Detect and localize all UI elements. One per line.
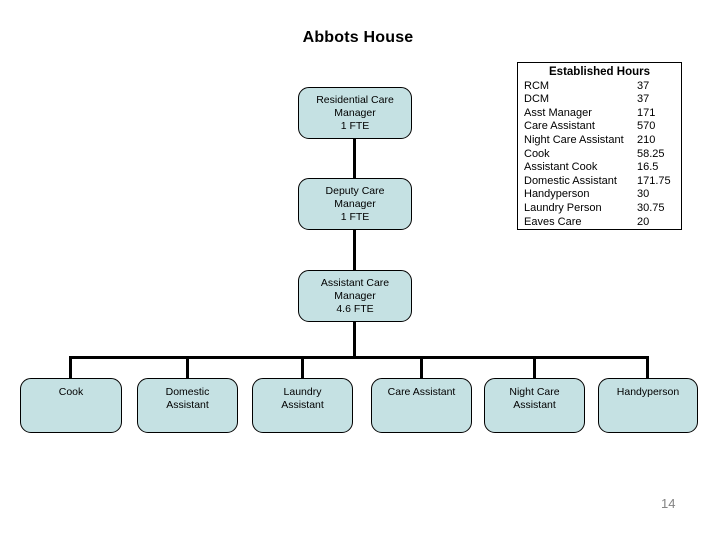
org-box-cook: Cook [20, 378, 122, 433]
org-box-label-line: Handyperson [616, 386, 680, 398]
hours-row-label: Night Care Assistant [524, 133, 624, 146]
connector-drop-domestic-assistant [186, 358, 189, 378]
org-box-label-line: Assistant Care [320, 276, 390, 289]
org-box-care-assistant: Care Assistant [371, 378, 472, 433]
hours-row-label: DCM [524, 93, 550, 106]
org-box-laundry-assistant: Laundry Assistant [252, 378, 353, 433]
org-box-label-line: Deputy Care [325, 184, 385, 197]
org-box-domestic-assistant: Domestic Assistant [137, 378, 238, 433]
org-box-label-line: Laundry [283, 386, 322, 398]
hours-table-row: DCM 37 [518, 93, 681, 107]
org-box-handyperson: Handyperson [598, 378, 698, 433]
hours-row-label: Cook [524, 147, 550, 160]
org-box-residential-care-manager: Residential Care Manager 1 FTE [298, 87, 412, 139]
org-box-label-line: Manager [334, 197, 376, 210]
hours-row-value: 210 [637, 133, 656, 146]
org-box-night-care-assistant: Night Care Assistant [484, 378, 585, 433]
hours-row-value: 20 [637, 215, 650, 228]
connector-drop-laundry-assistant [301, 358, 304, 378]
connector-assistant-to-staff-bus [353, 321, 356, 357]
hours-table-row: Domestic Assistant 171.75 [518, 175, 681, 189]
org-box-label-line: 4.6 FTE [336, 302, 374, 315]
org-box-label-line: Care Assistant [387, 386, 456, 398]
connector-residential-to-deputy [353, 138, 356, 179]
hours-row-label: Assistant Cook [524, 161, 598, 174]
hours-table-row: Assistant Cook 16.5 [518, 161, 681, 175]
hours-table-row: Night Care Assistant 210 [518, 134, 681, 148]
hours-row-value: 30 [637, 188, 650, 201]
org-box-label-line: Cook [58, 386, 84, 398]
org-box-label-line: Assistant [281, 399, 324, 411]
hours-row-label: Laundry Person [524, 201, 602, 214]
hours-row-label: Asst Manager [524, 106, 592, 119]
hours-row-value: 570 [637, 120, 656, 133]
hours-table-row: Eaves Care 20 [518, 216, 681, 230]
org-box-label-line: Residential Care [316, 93, 394, 106]
org-box-label-line: Assistant [166, 399, 209, 411]
org-box-label-line: Manager [334, 106, 376, 119]
org-box-assistant-care-manager: Assistant Care Manager 4.6 FTE [298, 270, 412, 322]
hours-table-row: RCM 37 [518, 80, 681, 94]
established-hours-table: Established Hours RCM 37 DCM 37 Asst Man… [517, 62, 682, 230]
hours-row-value: 30.75 [637, 201, 665, 214]
hours-table-row: Handyperson 30 [518, 188, 681, 202]
hours-table-row: Asst Manager 171 [518, 107, 681, 121]
org-box-deputy-care-manager: Deputy Care Manager 1 FTE [298, 178, 412, 230]
hours-row-value: 171 [637, 106, 656, 119]
hours-row-value: 37 [637, 79, 650, 92]
hours-row-value: 16.5 [637, 161, 659, 174]
connector-drop-cook [69, 358, 72, 378]
hours-table-title: Established Hours [549, 66, 650, 78]
connector-drop-care-assistant [420, 358, 423, 378]
hours-row-value: 37 [637, 93, 650, 106]
org-box-label-line: 1 FTE [340, 210, 370, 223]
connector-deputy-to-assistant [353, 229, 356, 271]
org-box-label-line: Manager [334, 289, 376, 302]
hours-row-label: RCM [524, 79, 550, 92]
hours-row-label: Domestic Assistant [524, 174, 617, 187]
page-number: 14 [661, 496, 676, 511]
org-box-label-line: Assistant [513, 399, 556, 411]
hours-row-value: 58.25 [637, 147, 665, 160]
slide-title: Abbots House [302, 29, 414, 46]
hours-table-row: Laundry Person 30.75 [518, 202, 681, 216]
connector-drop-handyperson [646, 358, 649, 378]
org-box-label-line: Domestic [165, 386, 210, 398]
org-box-label-line: Night Care [509, 386, 560, 398]
hours-row-label: Handyperson [524, 188, 590, 201]
org-box-label-line: 1 FTE [340, 119, 370, 132]
hours-row-value: 171.75 [637, 174, 671, 187]
hours-table-row: Care Assistant 570 [518, 120, 681, 134]
connector-staff-bus [69, 356, 649, 359]
connector-drop-night-care-assistant [533, 358, 536, 378]
hours-table-row: Cook 58.25 [518, 148, 681, 162]
hours-row-label: Eaves Care [524, 215, 582, 228]
hours-row-label: Care Assistant [524, 120, 595, 133]
